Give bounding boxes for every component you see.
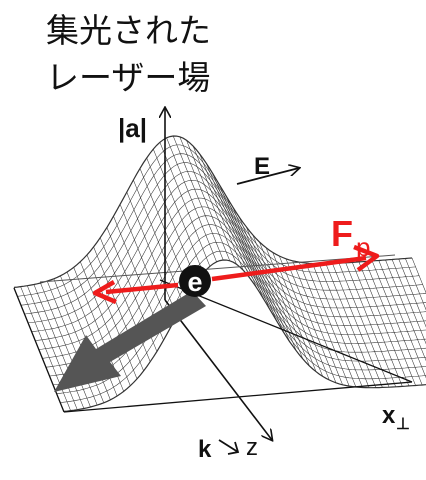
mesh-line-crosswise [42, 206, 426, 359]
x-perp-axis-label: x [382, 402, 396, 429]
surface-ridge-line [39, 254, 396, 283]
mesh-line-crosswise [17, 144, 416, 297]
force-arrow-left [92, 280, 179, 305]
title-line-2: レーザー場 [46, 58, 211, 97]
mesh-line-crosswise [35, 188, 426, 341]
force-subscript: p [356, 232, 370, 262]
mesh-line-crosswise [60, 250, 426, 403]
mesh-line-lengthwise [405, 258, 426, 311]
surface-bottom-edge [63, 381, 413, 413]
e-field-label: E [254, 153, 270, 180]
title-line-1: 集光された [46, 11, 211, 50]
force-arrow-right [211, 244, 380, 282]
e-field-arrow [236, 168, 299, 185]
mesh-line-crosswise [38, 197, 426, 350]
mesh-line-crosswise [13, 135, 413, 288]
mesh-line-crosswise [28, 171, 426, 324]
mesh-line-lengthwise [385, 259, 426, 362]
surface-right-edge [159, 279, 413, 383]
k-vector-label: k [198, 436, 212, 463]
mesh-line-crosswise [56, 242, 426, 394]
electron-circle [179, 265, 211, 297]
x-perp-axis-subscript: ⊥ [396, 416, 410, 433]
force-label: F [331, 213, 353, 254]
z-axis-label: z [246, 434, 258, 461]
mesh-line-crosswise [31, 180, 426, 332]
amplitude-axis-label: |a| [118, 113, 147, 143]
mesh-line-crosswise [21, 153, 420, 306]
electron-label: e [187, 267, 202, 297]
mesh-line-crosswise [24, 162, 423, 315]
surface-left-edge [13, 287, 65, 413]
z-axis [164, 299, 272, 440]
mesh-line-lengthwise [411, 257, 426, 294]
electron-motion-arrow [54, 291, 206, 392]
mesh-line-crosswise [63, 259, 426, 412]
k-vector-arrow [218, 439, 240, 455]
